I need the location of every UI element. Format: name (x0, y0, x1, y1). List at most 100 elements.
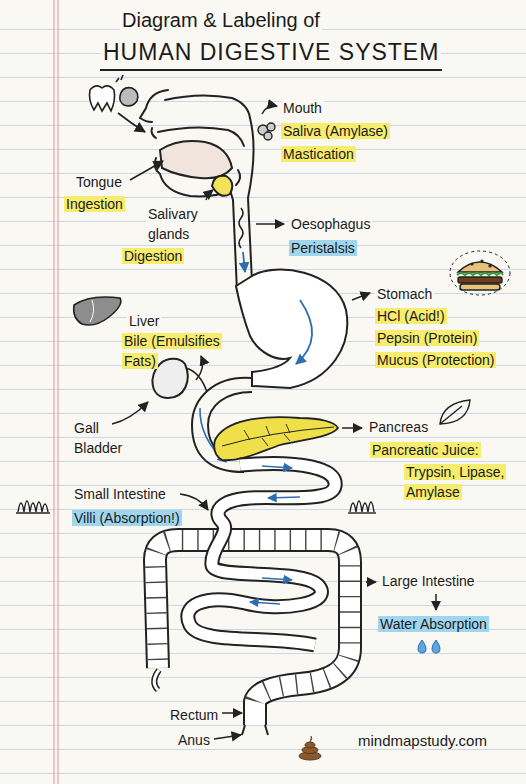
head-section-part (140, 90, 168, 122)
part-label: Trypsin, Lipase, Amylase (404, 464, 506, 500)
part-label: Mucus (Protection) (375, 352, 496, 368)
title-underline-part (100, 69, 442, 71)
liver-icon (74, 297, 121, 325)
small-intestine-part (262, 578, 292, 580)
subtitle: Diagram & Labeling of (120, 9, 322, 31)
water-drops (418, 640, 440, 653)
part-label: Anus (176, 732, 212, 748)
leader-arrows-part (366, 581, 376, 583)
part-label-holder: Mastication (281, 144, 356, 164)
leader-arrows-part (112, 402, 148, 424)
part-label: Mouth (281, 100, 324, 116)
burger-icon-part (481, 260, 483, 262)
pancreas-part (244, 424, 290, 446)
oesophagus-part (243, 252, 245, 272)
leader-arrows-part (180, 494, 208, 510)
leader-arrows (112, 106, 436, 739)
head-section-part (236, 170, 240, 185)
poop-icon (299, 736, 321, 760)
oesophagus-part (248, 198, 252, 282)
burger-icon-part (457, 273, 503, 275)
small-intestine-part (262, 466, 292, 468)
part-label: Tongue (74, 174, 124, 190)
part-label: Oesophagus (289, 216, 372, 232)
poop-icon-part (305, 742, 315, 748)
part-label: Ingestion (64, 196, 125, 212)
head-section (140, 90, 275, 200)
part-label: Mastication (281, 146, 356, 162)
poop-icon-part (310, 736, 312, 742)
part-label-holder: Stomach (375, 284, 434, 304)
head-section-part (152, 128, 157, 138)
part-label-holder: Peristalsis (289, 238, 357, 258)
part-label: Salivary glands (146, 206, 200, 242)
villi-icons-part (348, 512, 376, 513)
margin-lines (54, 0, 58, 784)
tooth-icons-part (116, 75, 123, 82)
margin-lines-part (57, 0, 58, 784)
part-label-holder: Gall Bladder (72, 418, 132, 458)
large-intestine-part (242, 725, 268, 735)
gall-bladder (152, 359, 207, 398)
pancreas-part (222, 427, 334, 446)
small-intestine-part (268, 497, 300, 498)
part-label: Pepsin (Protein) (375, 330, 479, 346)
leader-arrows-part (196, 356, 203, 380)
stomach (236, 270, 347, 388)
head-section-part (212, 176, 232, 196)
part-label-holder: Trypsin, Lipase, Amylase (404, 462, 514, 502)
part-label-holder: Small Intestine (72, 484, 168, 504)
water-drops-part (418, 640, 426, 653)
part-label-holder: Water Absorption (378, 614, 489, 634)
leader-arrows-part (130, 161, 163, 180)
burger-icon-part (489, 265, 491, 267)
part-label: Stomach (375, 286, 434, 302)
part-label-holder: Villi (Absorption!) (72, 508, 182, 528)
burger-icon (450, 251, 510, 295)
tooth-icons (90, 75, 146, 132)
part-label-holder: Pancreatic Juice: (370, 440, 481, 460)
part-label-holder: Tongue (74, 172, 124, 192)
burger-icon-part (458, 277, 502, 283)
villi-icons-part (18, 501, 48, 512)
title-underline (100, 70, 442, 71)
part-label: Villi (Absorption!) (72, 510, 182, 526)
part-label-holder: Mucus (Protection) (375, 350, 496, 370)
page-title-holder: HUMAN DIGESTIVE SYSTEM (101, 38, 441, 67)
large-intestine-part (154, 670, 159, 690)
tooth-icons-part (120, 88, 138, 106)
head-section-part (267, 123, 275, 131)
leader-arrows-part (262, 106, 277, 114)
part-label: Bile (Emulsifies Fats) (122, 333, 222, 369)
burger-icon-part (450, 251, 510, 295)
part-label-holder: Large Intestine (380, 571, 477, 591)
water-drops-part (432, 640, 440, 653)
small-intestine-part (188, 464, 335, 645)
leader-arrows-part (222, 712, 242, 714)
small-intestine-part (188, 464, 335, 645)
small-intestine (188, 464, 335, 645)
part-label: Saliva (Amylase) (281, 123, 390, 139)
burger-icon-part (471, 263, 473, 265)
stomach-part (296, 300, 312, 364)
villi-icons-part (16, 512, 50, 513)
liver-icon-part (74, 297, 121, 325)
page-title: HUMAN DIGESTIVE SYSTEM (101, 39, 441, 65)
subtitle-holder: Diagram & Labeling of (120, 8, 322, 33)
head-section-part (264, 132, 272, 140)
part-label: Pancreatic Juice: (370, 442, 481, 458)
part-label-holder: Saliva (Amylase) (281, 121, 390, 141)
part-label-holder: Ingestion (64, 194, 125, 214)
villi-icons-part (350, 501, 374, 512)
part-label-holder: Mouth (281, 98, 324, 118)
leaf-icon-part (440, 406, 462, 424)
stomach-part (236, 270, 347, 388)
leader-arrows-part (342, 427, 362, 429)
part-label-holder: Pancreas (367, 417, 430, 437)
part-label: mindmapstudy.com (356, 732, 489, 749)
part-label: Water Absorption (378, 616, 489, 632)
head-section-part (160, 141, 232, 178)
leader-arrows-part (256, 223, 284, 225)
